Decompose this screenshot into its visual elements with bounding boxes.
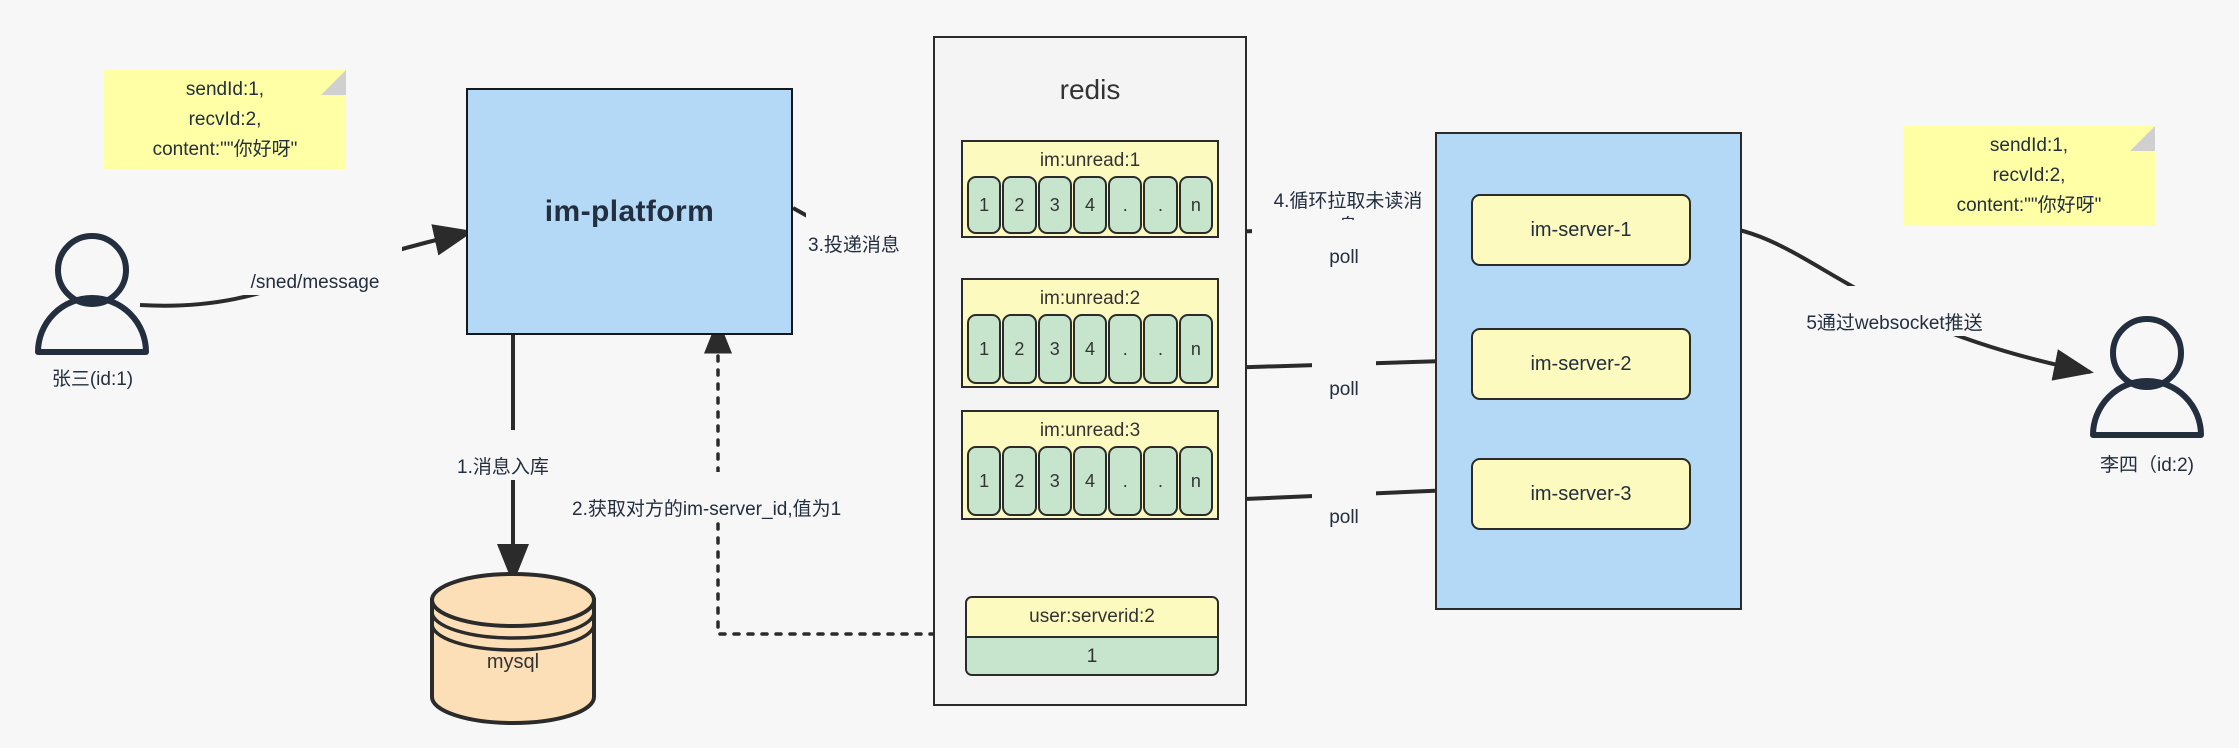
redis-panel: redis im:unread:1 1 2 3 4 . . n im:unrea…: [933, 36, 1247, 706]
redis-list-im-unread-2[interactable]: im:unread:2 1 2 3 4 . . n: [961, 278, 1219, 388]
redis-title: redis: [1059, 74, 1121, 105]
redis-list-1-key: im:unread:1: [1039, 150, 1141, 171]
im-server-1-box[interactable]: im-server-1: [1471, 194, 1691, 266]
edge-label-poll-3: poll: [1312, 480, 1376, 530]
im-platform-label: im-platform: [544, 194, 715, 228]
redis-cell[interactable]: 3: [1037, 314, 1072, 384]
mysql-label: mysql: [486, 650, 540, 673]
redis-cell[interactable]: .: [1143, 176, 1178, 234]
edge-label-poll-1: poll: [1312, 220, 1376, 270]
redis-cell[interactable]: 1: [967, 176, 1002, 234]
im-server-2-label: im-server-2: [1530, 352, 1632, 375]
edge-label-step5: 5通过websocket推送: [1785, 286, 2004, 336]
redis-cell[interactable]: .: [1108, 176, 1143, 234]
receiver-avatar-icon: [2090, 316, 2204, 438]
redis-list-3-cells: 1 2 3 4 . . n: [963, 446, 1217, 516]
redis-cell[interactable]: 1: [967, 314, 1002, 384]
im-server-3-box[interactable]: im-server-3: [1471, 458, 1691, 530]
redis-cell[interactable]: 2: [1002, 176, 1037, 234]
redis-list-2-cells: 1 2 3 4 . . n: [963, 314, 1217, 384]
sender-note-fold-icon: [321, 70, 346, 95]
redis-cell[interactable]: 4: [1072, 176, 1108, 234]
redis-cell[interactable]: 2: [1002, 314, 1037, 384]
redis-kv-value: 1: [967, 636, 1217, 674]
redis-list-im-unread-1[interactable]: im:unread:1 1 2 3 4 . . n: [961, 140, 1219, 238]
edge-label-step1: 1.消息入库: [455, 430, 619, 480]
redis-list-3-key: im:unread:3: [1039, 420, 1141, 441]
receiver-message-note: sendId:1, recvId:2, content:""你好呀": [1903, 126, 2155, 226]
redis-kv-key: user:serverid:2: [967, 598, 1217, 636]
redis-cell[interactable]: n: [1178, 446, 1213, 516]
redis-cell[interactable]: 3: [1037, 446, 1072, 516]
redis-list-im-unread-3[interactable]: im:unread:3 1 2 3 4 . . n: [961, 410, 1219, 520]
receiver-note-text: sendId:1, recvId:2, content:""你好呀": [1956, 135, 2102, 216]
redis-list-1-cells: 1 2 3 4 . . n: [963, 176, 1217, 234]
redis-cell[interactable]: 3: [1037, 176, 1072, 234]
redis-cell[interactable]: n: [1178, 314, 1213, 384]
edge-label-step2: 2.获取对方的im-server_id,值为1: [570, 472, 874, 522]
redis-cell[interactable]: .: [1108, 446, 1143, 516]
sender-caption: 张三(id:1): [0, 364, 185, 391]
sender-caption-text: 张三(id:1): [51, 369, 134, 390]
receiver-caption: 李四（id:2): [2047, 450, 2239, 477]
edge-get-serverid: [704, 318, 965, 636]
sender-note-text: sendId:1, recvId:2, content:""你好呀": [152, 78, 298, 160]
redis-cell[interactable]: n: [1178, 176, 1213, 234]
im-server-2-box[interactable]: im-server-2: [1471, 328, 1691, 400]
sender-avatar-icon: [35, 233, 149, 355]
receiver-note-fold-icon: [2130, 126, 2155, 151]
edge-label-step3: 3.投递消息: [806, 208, 958, 258]
redis-list-2-key: im:unread:2: [1039, 288, 1141, 309]
im-servers-panel: im-server-1 im-server-2 im-server-3: [1435, 132, 1742, 610]
im-server-3-label: im-server-3: [1530, 482, 1632, 505]
edge-label-poll-2: poll: [1312, 352, 1376, 402]
receiver-caption-text: 李四（id:2): [2100, 455, 2194, 476]
sender-message-note: sendId:1, recvId:2, content:""你好呀": [104, 70, 346, 169]
edge-label-send-message: /sned/message: [228, 245, 402, 295]
redis-cell[interactable]: .: [1143, 446, 1178, 516]
redis-cell[interactable]: 4: [1072, 446, 1108, 516]
redis-cell[interactable]: 2: [1002, 446, 1037, 516]
redis-cell[interactable]: 1: [967, 446, 1002, 516]
mysql-database-icon: [430, 572, 596, 725]
redis-cell[interactable]: .: [1143, 314, 1178, 384]
redis-kv-user-serverid[interactable]: user:serverid:2 1: [965, 596, 1219, 676]
redis-cell[interactable]: 4: [1072, 314, 1108, 384]
im-platform-box[interactable]: im-platform: [466, 88, 793, 335]
redis-cell[interactable]: .: [1108, 314, 1143, 384]
im-server-1-label: im-server-1: [1530, 218, 1632, 241]
